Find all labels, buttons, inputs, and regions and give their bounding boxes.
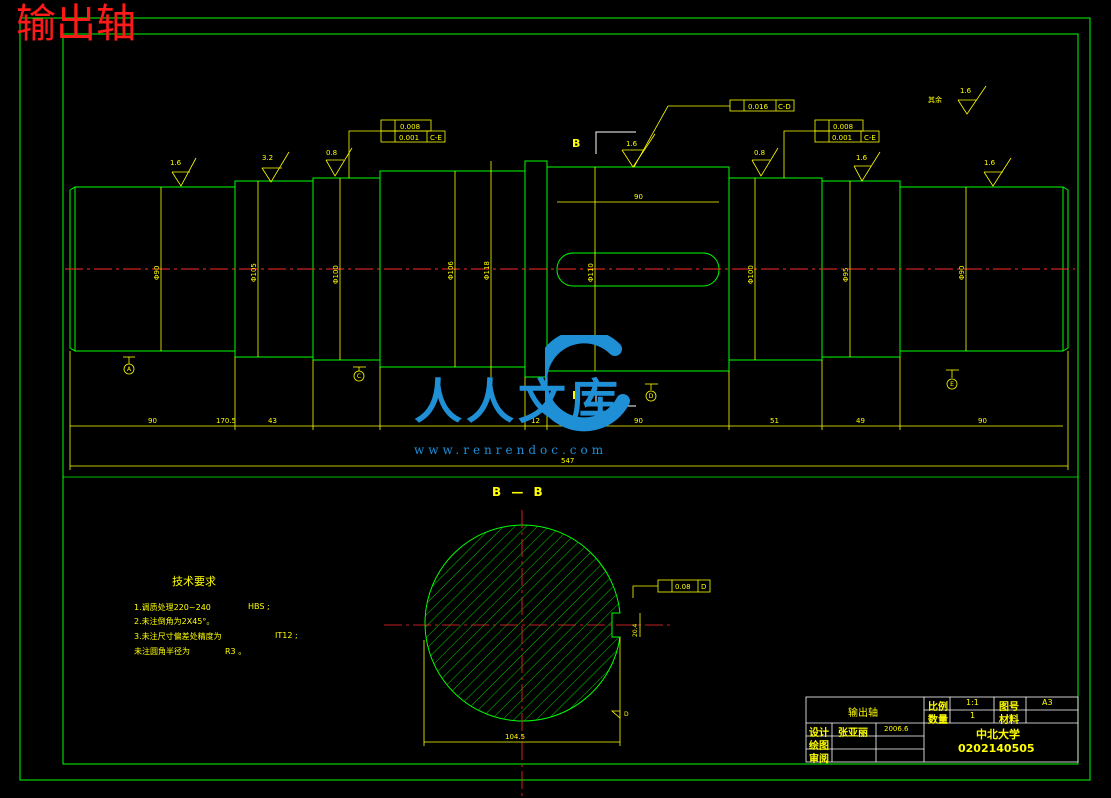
tol-left-1: 0.008 [400, 123, 420, 131]
datum-label-a: A [127, 366, 132, 373]
roughness-label-8: 1.6 [960, 87, 972, 95]
diameter-label-4: Φ106 [447, 261, 455, 280]
tb-part-name: 输出轴 [848, 708, 878, 719]
tb-drawing-no-label: 图号 [999, 702, 1019, 713]
diameter-label-6: Φ110 [587, 263, 595, 282]
section-label-bottom: B [572, 389, 580, 402]
inner-border [62, 33, 1079, 765]
tb-drawing-no-value: A3 [1042, 698, 1053, 707]
tech-req-title: 技术要求 [172, 575, 216, 588]
roughness-label-1: 1.6 [170, 159, 182, 167]
datum-markers [123, 356, 959, 402]
roughness-label-3: 0.8 [326, 149, 337, 157]
length-label-7: 49 [856, 417, 865, 425]
tb-quantity-value: 1 [970, 711, 976, 720]
section-width-label: 104.5 [505, 733, 525, 741]
diameter-label-3: Φ100 [332, 265, 340, 284]
tech-req-line2: 2.未注倒角为2X45°。 [134, 617, 215, 626]
key-length-label: 90 [634, 193, 643, 201]
tech-req-line1: 1.调质处理220~240 [134, 603, 211, 612]
roughness-other-label: 其余 [928, 95, 942, 104]
tb-scale-label: 比例 [928, 702, 948, 713]
tb-date: 2006.6 [884, 725, 909, 733]
tech-req-line4-value: R3 。 [225, 647, 247, 656]
diameter-label-1: Φ90 [153, 266, 161, 280]
tb-review-label: 审阅 [809, 754, 829, 765]
roughness-label-5: 0.8 [754, 149, 765, 157]
length-label-8: 90 [978, 417, 987, 425]
length-label-5: 90 [634, 417, 643, 425]
diameter-label-8: Φ95 [842, 268, 850, 282]
length-label-2: 170.5 [216, 417, 236, 425]
tb-scale-value: 1:1 [966, 698, 979, 707]
length-label-4: 12 [531, 417, 540, 425]
tol-top-ref: C-D [778, 103, 791, 111]
diameter-label-2: Φ105 [250, 263, 258, 282]
tb-draw-label: 绘图 [809, 741, 829, 752]
tol-right-2-ref: C-E [864, 134, 876, 142]
section-view-title: B — B [492, 485, 546, 499]
tb-school: 中北大学 [976, 728, 1020, 741]
tol-left-2-ref: C-E [430, 134, 442, 142]
tolerance-frames [348, 99, 880, 598]
roughness-symbols [171, 85, 1012, 187]
tech-req-line3: 3.未注尺寸偏差处精度为 [134, 632, 222, 641]
tol-top: 0.016 [748, 103, 769, 111]
watermark-logo-icon [545, 335, 630, 432]
watermark-url: www.renrendoc.com [414, 443, 608, 457]
tb-material-label: 材料 [999, 715, 1019, 726]
datum-section-label: D [624, 711, 629, 718]
key-depth-label: 20.4 [632, 623, 639, 637]
roughness-label-2: 3.2 [262, 154, 273, 162]
datum-label-c: C [357, 373, 361, 380]
tb-student-id: 0202140505 [958, 742, 1035, 755]
diameter-label-9: Φ90 [958, 266, 966, 280]
tol-left-2: 0.001 [399, 134, 419, 142]
outer-border [19, 17, 1091, 781]
diameter-label-7: Φ100 [747, 265, 755, 284]
overall-length-label: 547 [561, 457, 574, 465]
section-label-top: B [572, 137, 580, 150]
datum-label-e: E [950, 381, 954, 388]
length-label-1: 90 [148, 417, 157, 425]
length-label-3: 43 [268, 417, 277, 425]
watermark-text: 人人文库 [414, 374, 623, 430]
tol-section: 0.08 [675, 583, 691, 591]
roughness-label-4: 1.6 [626, 140, 638, 148]
tb-designer: 张亚丽 [838, 728, 868, 739]
diameter-label-5: Φ118 [483, 261, 491, 280]
tech-req-line3-grade: IT12 ; [275, 631, 298, 640]
section-view [384, 510, 672, 798]
tol-right-2: 0.001 [832, 134, 852, 142]
title-block-grid [805, 696, 1079, 763]
tech-req-line4: 未注圆角半径为 [134, 647, 190, 656]
tech-req-line1-unit: HBS ; [248, 602, 270, 611]
tol-right-1: 0.008 [833, 123, 853, 131]
datum-label-d: D [649, 393, 654, 400]
length-label-6: 51 [770, 417, 779, 425]
tb-quantity-label: 数量 [928, 715, 948, 726]
page-title: 输出轴 [16, 1, 136, 47]
roughness-label-6: 1.6 [856, 154, 868, 162]
tb-design-label: 设计 [809, 728, 829, 739]
roughness-label-7: 1.6 [984, 159, 996, 167]
tol-section-ref: D [701, 583, 706, 591]
diameter-dims [160, 161, 967, 377]
